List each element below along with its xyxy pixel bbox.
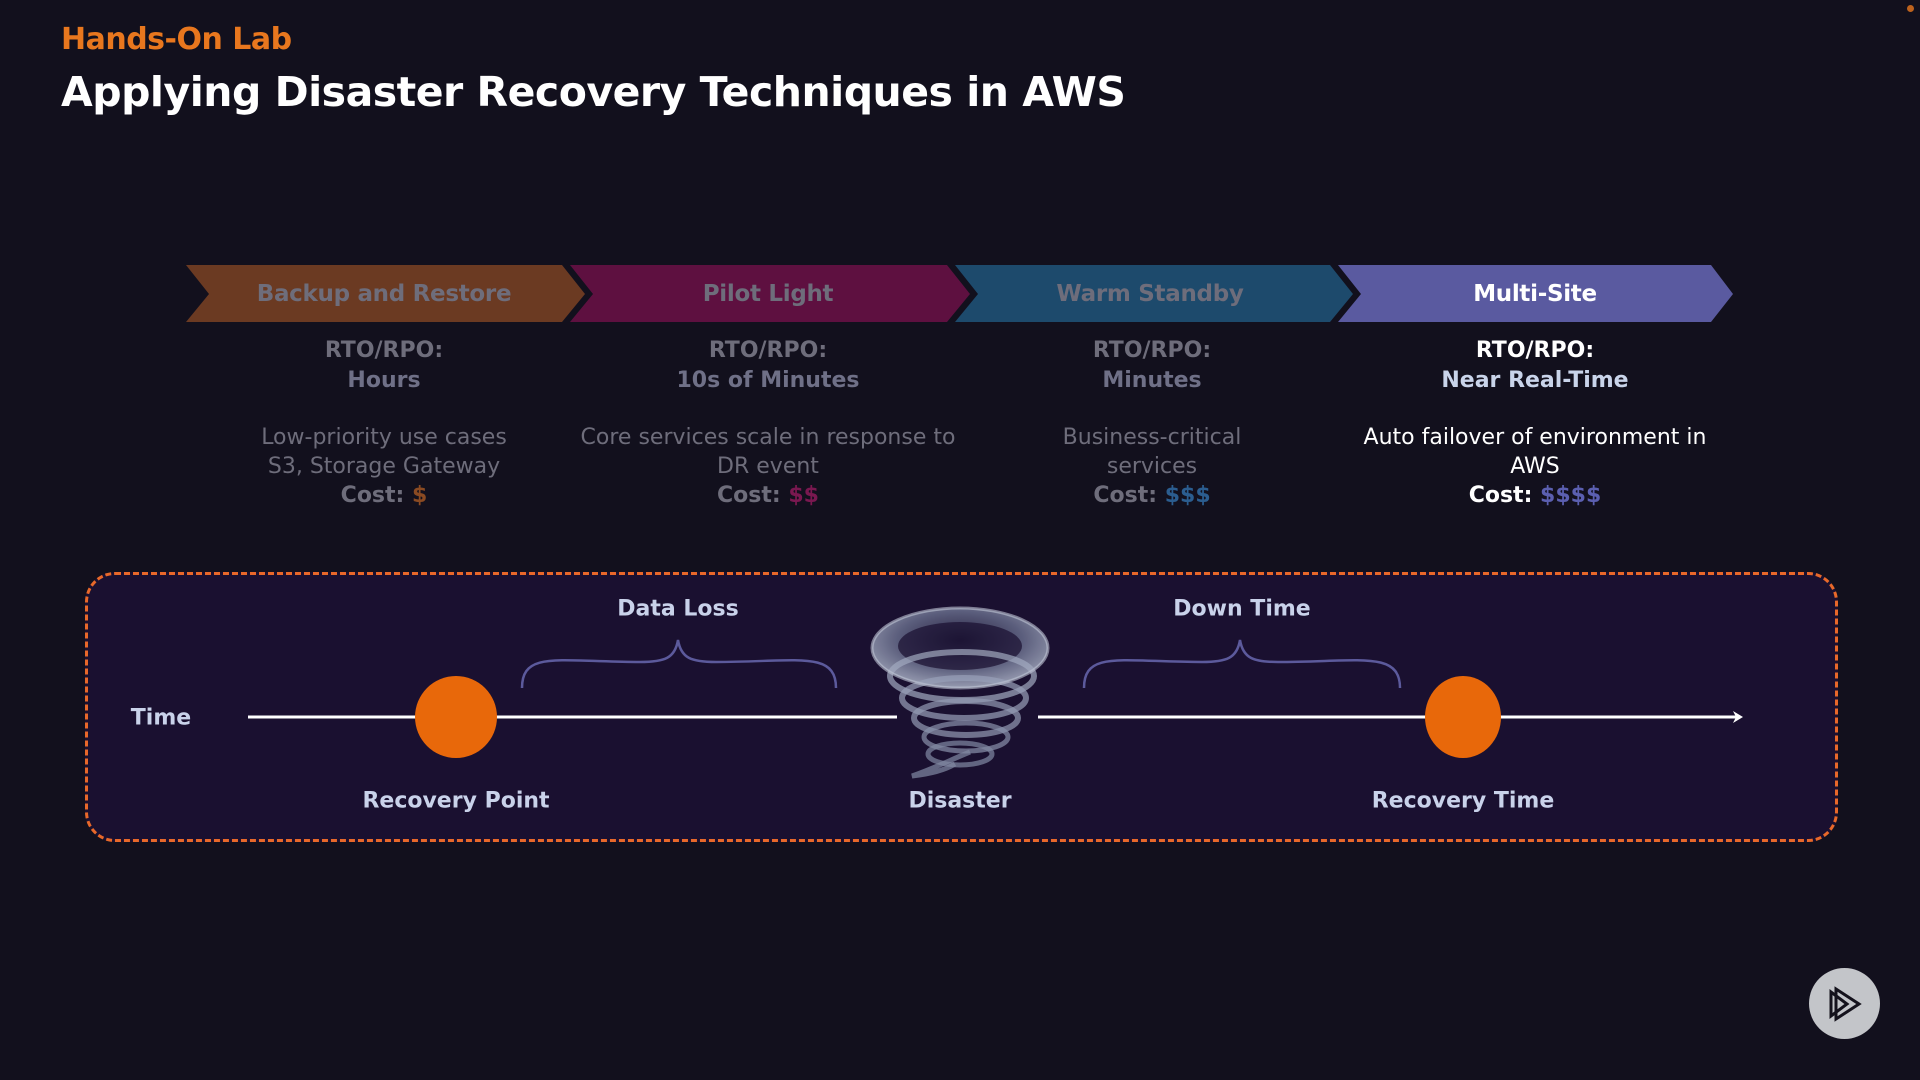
cost-row: Cost: $$$: [952, 481, 1352, 511]
description-line: Low-priority use cases: [261, 425, 507, 450]
player-logo-button[interactable]: [1809, 968, 1880, 1039]
timeline-arrowhead-icon: [1733, 711, 1743, 723]
cost-label: Cost:: [717, 483, 781, 508]
strategy-details-pilot-light: RTO/RPO: 10s of Minutes Core services sc…: [568, 336, 968, 511]
rto-value: Minutes: [1102, 368, 1202, 393]
kicker-label: Hands-On Lab: [61, 22, 292, 57]
rto-label: RTO/RPO:: [708, 338, 828, 363]
strategy-name-warm-standby: Warm Standby: [1056, 281, 1244, 307]
disaster-label: Disaster: [908, 788, 1012, 814]
data-loss-label: Data Loss: [617, 596, 739, 622]
description-line: Auto failover of environment in: [1363, 425, 1707, 450]
cost-row: Cost: $$: [568, 481, 968, 511]
description-line: Business-critical: [1062, 425, 1242, 450]
strategy-name-pilot-light: Pilot Light: [702, 281, 834, 307]
cost-value: $$: [788, 483, 819, 508]
rto-value: Hours: [347, 368, 421, 393]
time-axis-label: Time: [130, 705, 192, 731]
rto-label: RTO/RPO:: [1475, 338, 1595, 363]
recovery-time-label: Recovery Time: [1371, 788, 1555, 814]
rto-label: RTO/RPO:: [1092, 338, 1212, 363]
cost-value: $: [412, 483, 428, 508]
cost-label: Cost:: [1093, 483, 1158, 508]
cost-value: $$$: [1164, 483, 1211, 508]
cost-label: Cost:: [340, 483, 405, 508]
description-line: S3, Storage Gateway: [267, 454, 501, 479]
recovery-point-marker: [415, 676, 497, 758]
page-title: Applying Disaster Recovery Techniques in…: [61, 68, 1126, 116]
rto-value: Near Real-Time: [1441, 368, 1629, 393]
data-loss-brace: [520, 639, 838, 689]
strategy-details-backup-restore: RTO/RPO: Hours Low-priority use cases S3…: [184, 336, 584, 511]
cost-row: Cost: $$$$: [1335, 481, 1735, 511]
down-time-brace: [1082, 639, 1402, 689]
rto-value: 10s of Minutes: [676, 368, 860, 393]
description-line: DR event: [717, 454, 819, 479]
rto-label: RTO/RPO:: [324, 338, 444, 363]
description-line: AWS: [1510, 454, 1560, 479]
strategy-details-multi-site: RTO/RPO: Near Real-Time Auto failover of…: [1335, 336, 1735, 511]
description-line: services: [1106, 454, 1198, 479]
strategy-details-warm-standby: RTO/RPO: Minutes Business-critical servi…: [952, 336, 1352, 511]
strategy-name-backup-restore: Backup and Restore: [256, 281, 512, 307]
recovery-time-marker: [1425, 676, 1501, 758]
recording-indicator-dot: [1907, 5, 1914, 12]
tornado-disaster-icon: [870, 606, 1050, 779]
strategy-name-multi-site: Multi-Site: [1473, 281, 1597, 307]
down-time-label: Down Time: [1173, 596, 1311, 622]
cost-row: Cost: $: [184, 481, 584, 511]
pluralsight-play-icon: [1829, 985, 1862, 1022]
cost-value: $$$$: [1540, 483, 1602, 508]
recovery-point-label: Recovery Point: [362, 788, 550, 814]
description-line: Core services scale in response to: [580, 425, 956, 450]
cost-label: Cost:: [1468, 483, 1533, 508]
